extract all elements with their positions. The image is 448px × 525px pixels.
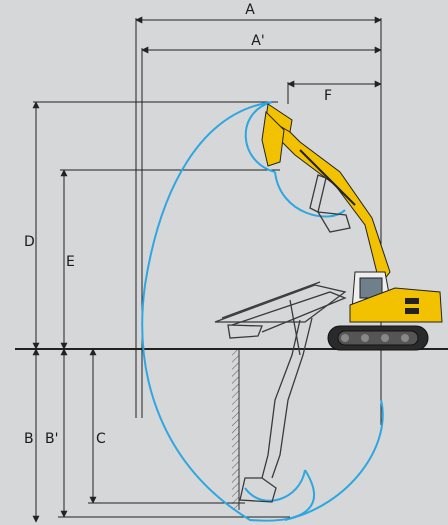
label-A: A (245, 2, 255, 18)
envelope-right-arc (284, 399, 384, 521)
excavator-bucket (261, 110, 285, 167)
track-roller (381, 334, 389, 342)
label-D: D (24, 234, 35, 250)
label-C: C (96, 431, 106, 447)
track-roller (341, 334, 349, 342)
body-vent (405, 308, 419, 314)
working-range-envelope (141, 101, 315, 522)
envelope-lower-arc (244, 469, 306, 502)
label-B-prime: B' (45, 431, 58, 447)
track-inner (337, 330, 419, 346)
excavator-ghost-digging (214, 281, 347, 503)
trench-wall-hatching (232, 350, 239, 510)
excavator-cylinder (299, 149, 356, 206)
envelope-upper-arc (244, 101, 276, 173)
label-B: B (24, 431, 34, 447)
track-roller (361, 334, 369, 342)
excavator-main (261, 103, 443, 351)
label-E: E (66, 254, 75, 270)
label-F: F (324, 88, 332, 104)
label-A-prime: A' (251, 33, 264, 49)
excavator-ghost-ground (227, 291, 347, 339)
track-roller (401, 334, 409, 342)
body-vent (405, 298, 419, 304)
